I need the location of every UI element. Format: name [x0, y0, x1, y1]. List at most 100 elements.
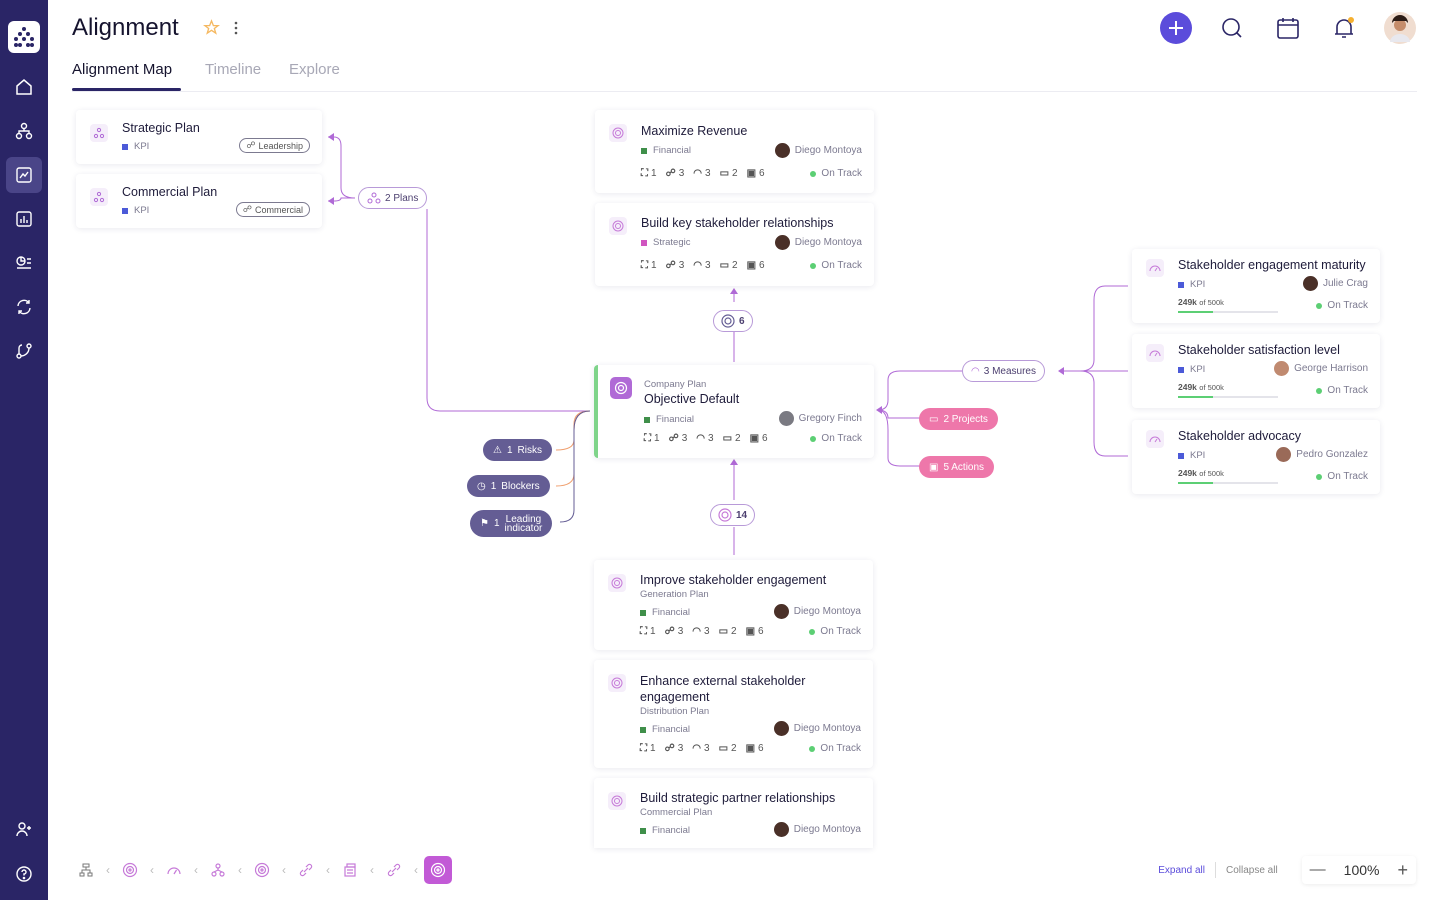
status-badge: On Track: [1316, 385, 1368, 396]
collapse-all-link[interactable]: Collapse all: [1225, 864, 1278, 876]
objective-level-icon[interactable]: [116, 856, 144, 884]
child-objective-card[interactable]: Improve stakeholder engagement Generatio…: [594, 560, 873, 650]
status-badge: On Track: [809, 743, 861, 754]
chevron-left-icon: ‹: [106, 863, 110, 877]
add-button[interactable]: [1160, 12, 1192, 44]
report-icon[interactable]: [12, 251, 36, 275]
projects-pill[interactable]: ▭2 Projects: [919, 408, 998, 430]
org-chart-icon[interactable]: [72, 856, 100, 884]
add-user-icon[interactable]: [12, 817, 36, 841]
measure-level-icon[interactable]: [160, 856, 188, 884]
chevron-left-icon: ‹: [282, 863, 286, 877]
center-title: Objective Default: [644, 392, 740, 406]
expand-all-link[interactable]: Expand all: [1158, 864, 1205, 876]
plan-level-icon[interactable]: [204, 856, 232, 884]
goal-level-icon[interactable]: [248, 856, 276, 884]
link-level-icon[interactable]: [292, 856, 320, 884]
zoom-in-button[interactable]: +: [1397, 859, 1408, 880]
user-avatar[interactable]: [1384, 12, 1416, 44]
risk-icon: ⛶: [641, 168, 648, 179]
risk-icon: ⛶: [641, 260, 648, 271]
zoom-level: 100%: [1343, 862, 1380, 878]
gauge-icon: ◠: [971, 365, 980, 377]
up-objectives-counter[interactable]: 6: [713, 310, 753, 332]
calendar-icon[interactable]: [1272, 12, 1304, 44]
risk-icon: ⛶: [640, 743, 647, 754]
chevron-left-icon: ‹: [370, 863, 374, 877]
app-logo-icon[interactable]: [8, 21, 40, 53]
tab-explore[interactable]: Explore: [289, 61, 340, 78]
page-title: Alignment: [72, 14, 179, 41]
tab-alignment-map[interactable]: Alignment Map: [72, 61, 173, 78]
measure-card[interactable]: Stakeholder advocacy KPI Pedro Gonzalez …: [1132, 420, 1380, 494]
measure-owner: Pedro Gonzalez: [1276, 447, 1368, 462]
plan-card-commercial[interactable]: Commercial Plan KPI ☍Commercial: [76, 174, 322, 228]
sync-icon[interactable]: [12, 295, 36, 319]
measure-value: 249k of 500k: [1178, 297, 1224, 307]
measure-title: Stakeholder satisfaction level: [1178, 343, 1340, 357]
active-tab-indicator: [72, 88, 181, 91]
help-icon[interactable]: [12, 862, 36, 886]
measures-pill[interactable]: ◠3 Measures: [962, 360, 1045, 382]
objective-title: Build key stakeholder relationships: [641, 216, 834, 230]
zoom-out-button[interactable]: —: [1309, 861, 1326, 878]
center-objective-card[interactable]: Company Plan Objective Default Financial…: [594, 365, 874, 458]
measure-kind: KPI: [1178, 364, 1205, 375]
hierarchy-icon: ☍: [664, 626, 675, 637]
measure-title: Stakeholder engagement maturity: [1178, 258, 1366, 272]
objective-owner: Diego Montoya: [773, 721, 861, 736]
objective-plan: Distribution Plan: [640, 706, 710, 717]
target-level-active-icon[interactable]: [424, 856, 452, 884]
dependency-level-icon[interactable]: [380, 856, 408, 884]
progress-bar: [1178, 311, 1278, 313]
search-icon[interactable]: [1216, 12, 1248, 44]
clock-icon: ◷: [477, 480, 486, 492]
project-icon: ▭: [719, 168, 730, 179]
home-icon[interactable]: [12, 75, 36, 99]
objective-stats: ⛶1☍3◠3▭2▣6: [641, 260, 765, 271]
measure-icon: ◠: [692, 626, 701, 637]
alignment-chart-icon[interactable]: [6, 157, 42, 193]
plan-badge: ☍Commercial: [235, 202, 310, 217]
objective-card[interactable]: Build key stakeholder relationships Stra…: [595, 203, 874, 286]
objective-card[interactable]: Maximize Revenue Financial Diego Montoya…: [595, 110, 874, 193]
measure-value: 249k of 500k: [1178, 382, 1224, 392]
project-level-icon[interactable]: [336, 856, 364, 884]
zoom-box: — 100% +: [1302, 856, 1416, 884]
branch-icon[interactable]: [12, 339, 36, 363]
measure-card[interactable]: Stakeholder engagement maturity KPI Juli…: [1132, 249, 1380, 323]
target-icon: [721, 314, 735, 328]
chevron-left-icon: ‹: [238, 863, 242, 877]
hierarchy-icon[interactable]: [12, 119, 36, 143]
action-icon: ▣: [746, 168, 757, 179]
down-objectives-counter[interactable]: 14: [710, 504, 756, 526]
team-icon: ☍: [242, 204, 252, 214]
measure-value: 249k of 500k: [1178, 468, 1224, 478]
center-category: Financial: [644, 414, 694, 425]
measure-kind: KPI: [1178, 279, 1205, 290]
bar-chart-icon[interactable]: [12, 207, 36, 231]
actions-pill[interactable]: ▣5 Actions: [919, 456, 995, 478]
plan-icon: [90, 188, 108, 206]
tab-timeline[interactable]: Timeline: [205, 61, 262, 78]
star-icon[interactable]: [202, 19, 221, 41]
child-objective-card[interactable]: Build strategic partner relationships Co…: [594, 778, 873, 848]
chevron-left-icon: ‹: [326, 863, 330, 877]
more-options-icon[interactable]: [230, 19, 242, 41]
avatar: [1302, 276, 1318, 291]
objective-stats: ⛶1☍3◠3▭2▣6: [641, 168, 765, 179]
plan-card-strategic[interactable]: Strategic Plan KPI ☍Leadership: [76, 110, 322, 164]
progress-fill: [1178, 396, 1213, 398]
project-icon: ▭: [719, 260, 730, 271]
center-owner: Gregory Finch: [778, 411, 862, 426]
plans-count-pill[interactable]: 2 Plans: [358, 187, 428, 209]
measure-card[interactable]: Stakeholder satisfaction level KPI Georg…: [1132, 334, 1380, 408]
objective-owner: Diego Montoya: [773, 822, 861, 837]
measure-owner: George Harrison: [1274, 361, 1368, 376]
notifications-bell-icon[interactable]: [1328, 12, 1360, 44]
objective-category: Financial: [640, 724, 690, 735]
